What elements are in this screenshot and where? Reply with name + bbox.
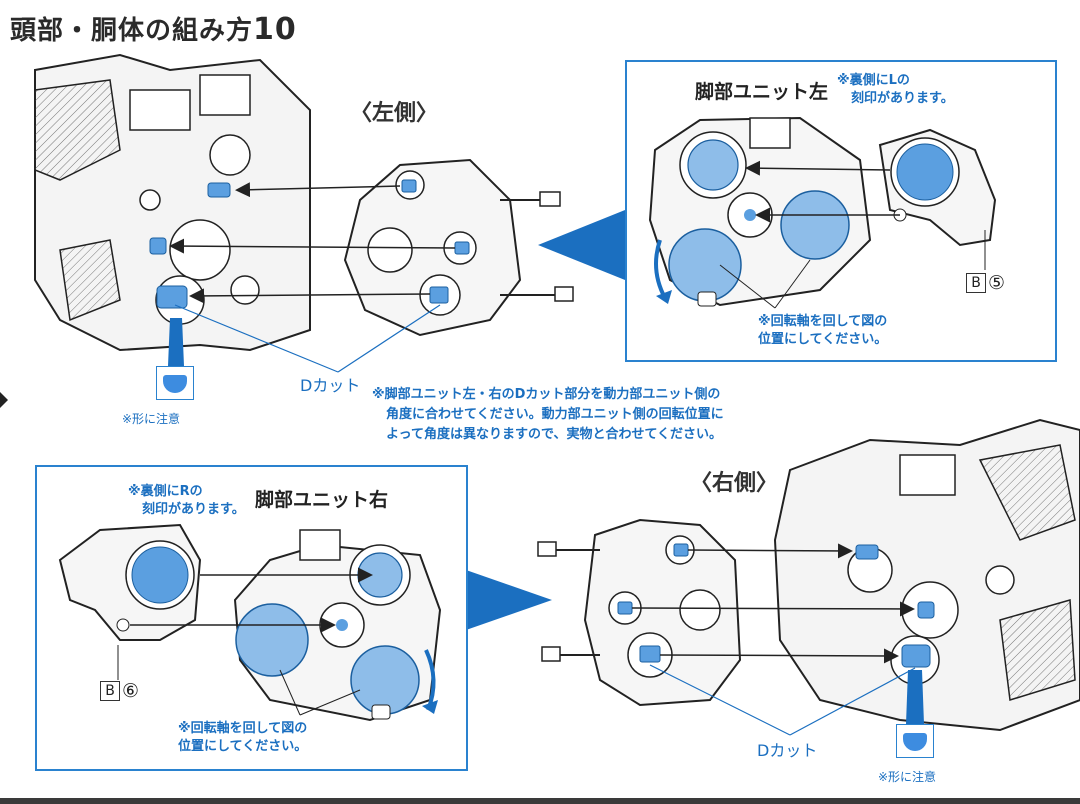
shape-caution-left: ※形に注意 <box>122 412 181 426</box>
part-name-left-leg: 脚部ユニット左 <box>695 81 829 103</box>
page-title: 頭部・胴体の組み方10 <box>10 10 297 47</box>
back-mark-note-left: ※裏側にLの 刻印があります。 <box>837 72 954 108</box>
dcut-label-right: Dカット <box>757 741 818 760</box>
body-left-illustration <box>34 53 311 352</box>
rotate-note-left-line2: 位置にしてください。 <box>758 332 888 347</box>
leg-unit-right-exploded <box>537 518 742 707</box>
part-ref-number: ⑥ <box>122 680 140 702</box>
dcut-shape-icon <box>163 375 187 393</box>
part-name-right-leg: 脚部ユニット右 <box>255 489 389 511</box>
step-number: 10 <box>253 12 297 47</box>
rotate-note-right: ※回転軸を回して図の 位置にしてください。 <box>178 720 307 756</box>
inset-box-right-leg <box>35 465 468 771</box>
dcut-shape-icon <box>903 733 927 751</box>
page-title-text: 頭部・胴体の組み方 <box>10 16 254 46</box>
part-ref-number: ⑤ <box>988 272 1006 294</box>
rotate-note-right-line1: ※回転軸を回して図の <box>178 721 308 736</box>
dcut-alignment-note-line2: 角度に合わせてください。動力部ユニット側の回転位置に <box>386 407 724 422</box>
left-side-label: 〈左側〉 <box>350 101 439 126</box>
rotate-note-left: ※回転軸を回して図の 位置にしてください。 <box>758 313 887 349</box>
rotate-note-right-line2: 位置にしてください。 <box>178 739 308 754</box>
dcut-label-left: Dカット <box>300 376 361 395</box>
body-right-illustration <box>773 418 1080 732</box>
part-ref-letter: B <box>100 681 120 701</box>
dcut-alignment-note-line1: ※脚部ユニット左・右のDカット部分を動力部ユニット側の <box>372 387 721 402</box>
part-ref-letter: B <box>966 273 986 293</box>
inset-box-left-leg <box>625 60 1057 362</box>
back-mark-note-right-line2: 刻印があります。 <box>142 502 245 517</box>
back-mark-note-right-line1: ※裏側にRの <box>128 484 203 499</box>
dcut-shape-marker-right <box>896 724 934 758</box>
page-bottom-rule <box>0 798 1080 804</box>
inset-top-illustration <box>648 116 997 309</box>
rotate-note-left-line1: ※回転軸を回して図の <box>758 314 888 329</box>
dcut-alignment-note: ※脚部ユニット左・右のDカット部分を動力部ユニット側の 角度に合わせてください。… <box>372 385 724 445</box>
shape-caution-right: ※形に注意 <box>878 770 937 784</box>
back-mark-note-right: ※裏側にRの 刻印があります。 <box>128 483 245 519</box>
back-mark-note-left-line2: 刻印があります。 <box>851 91 954 106</box>
right-side-label: 〈右側〉 <box>690 471 779 496</box>
dcut-shape-marker-left <box>156 366 194 400</box>
dcut-alignment-note-line3: よって角度は異なりますので、実物と合わせてください。 <box>386 427 723 442</box>
back-mark-note-left-line1: ※裏側にLの <box>837 73 910 88</box>
inset-bottom-illustration <box>58 523 442 722</box>
